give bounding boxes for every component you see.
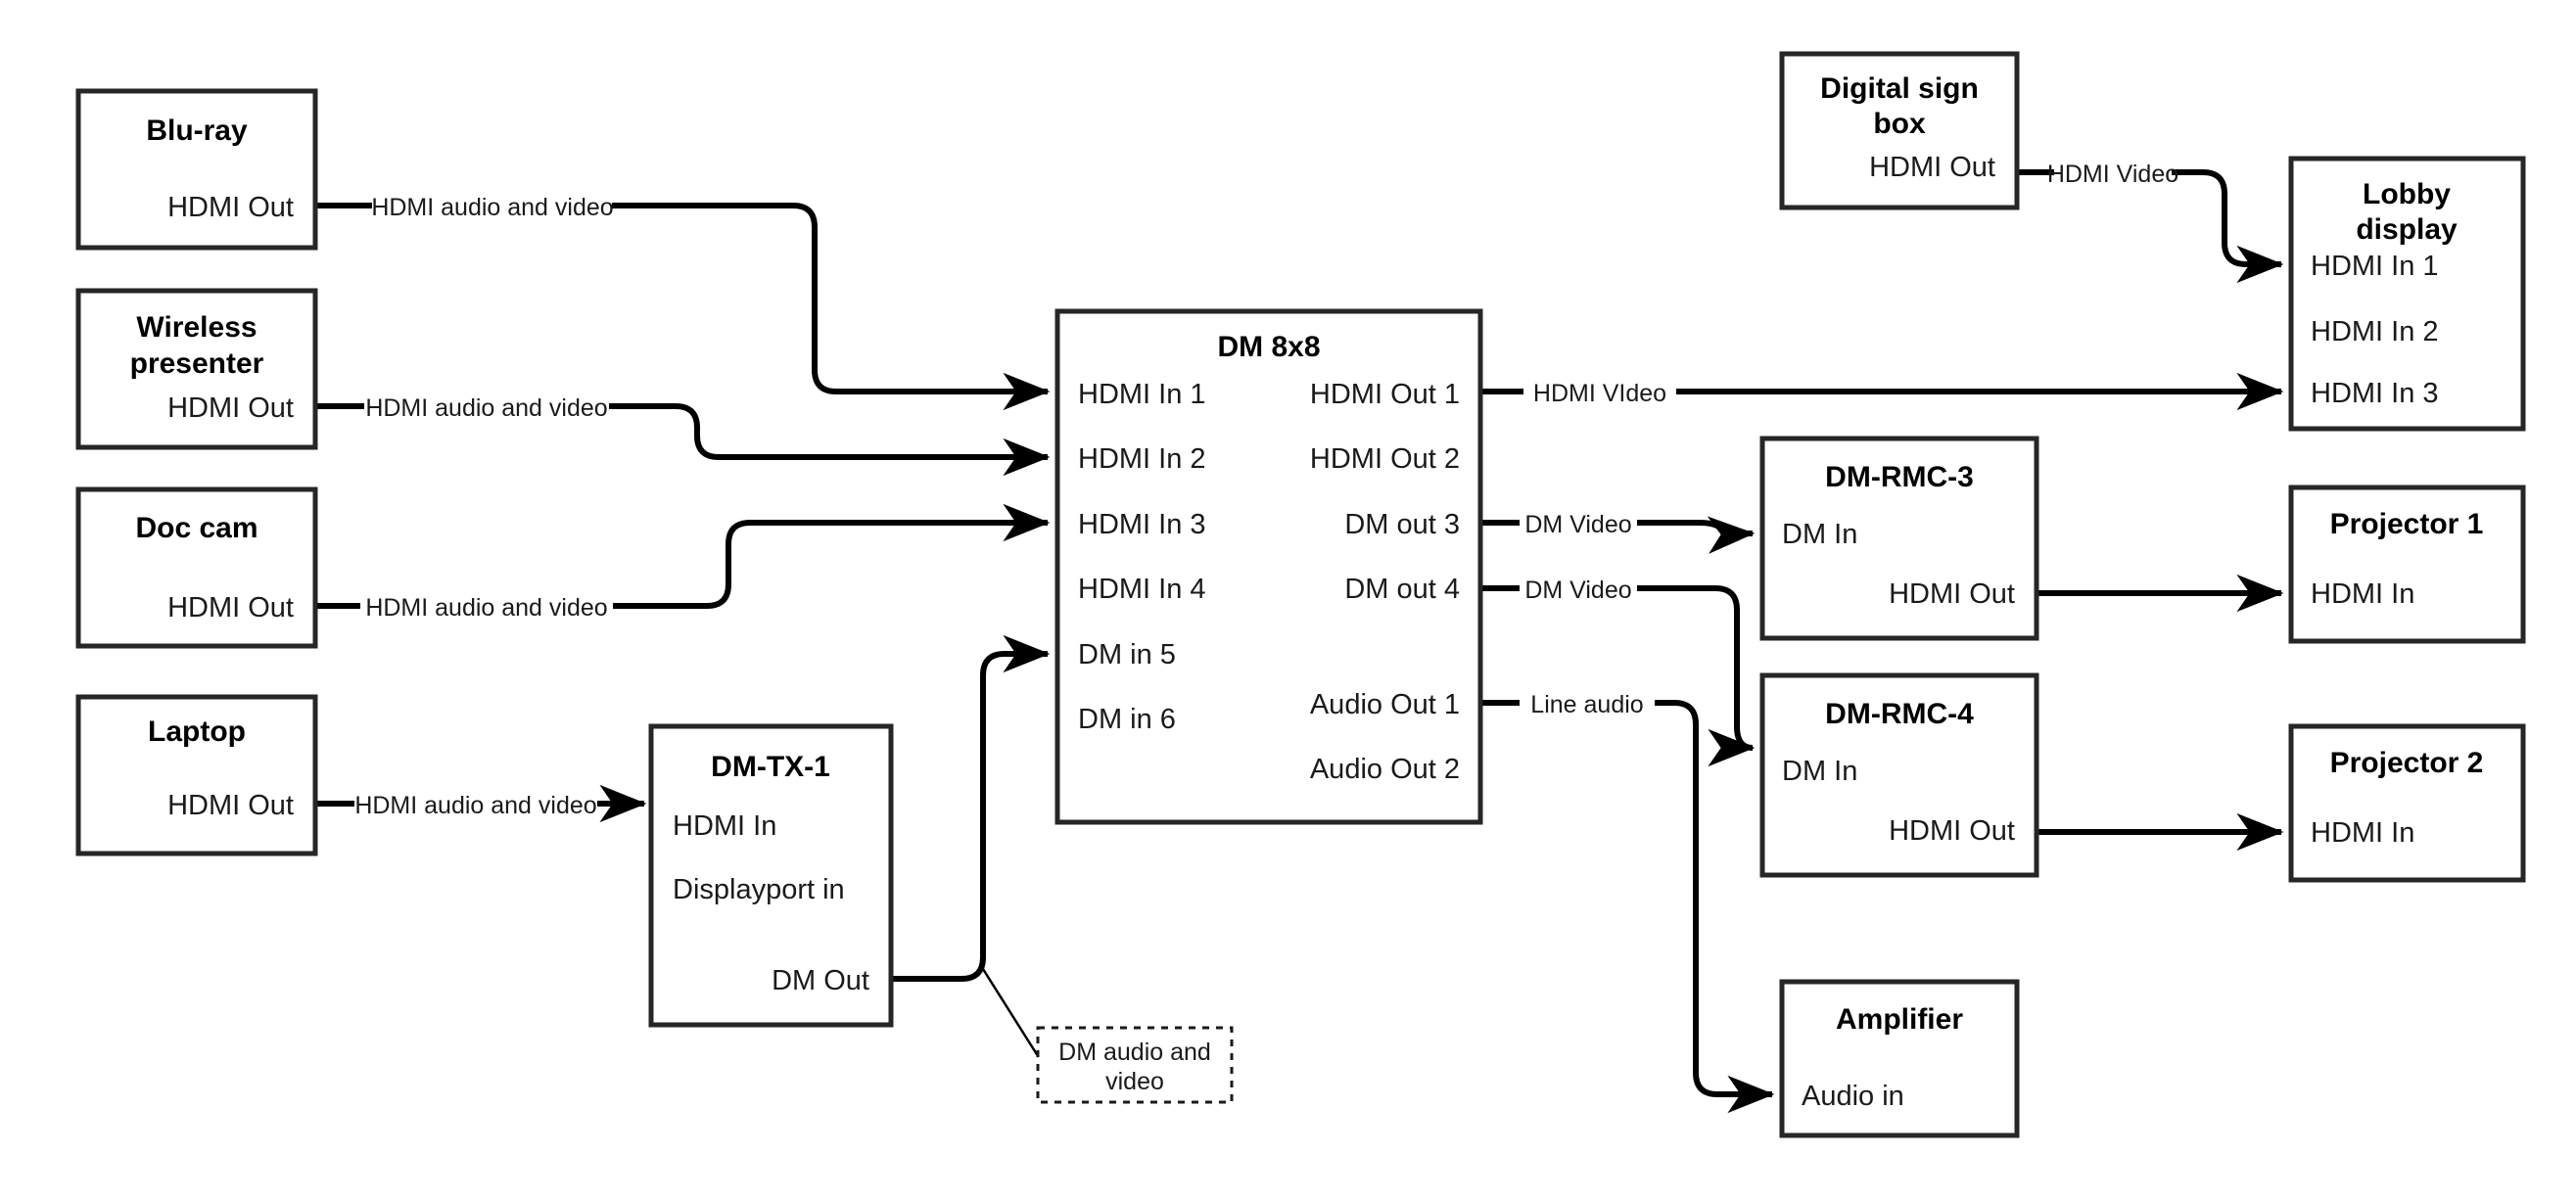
node-dm-8x8-output-5: Audio Out 1 [1310,689,1460,720]
node-projector-2-box[interactable] [2288,723,2526,883]
node-dm-tx-1-box[interactable] [648,723,894,1028]
link-label-wireless: HDMI audio and video [365,394,607,422]
wire-dmtx1-to-dm8x8 [891,634,1051,1060]
node-dm-tx-1-port-dm-out: DM Out [772,965,869,996]
link-label-dm-out4: DM Video [1524,577,1631,604]
node-doc-cam-box[interactable] [75,486,318,649]
node-amplifier-port-audio-in: Audio in [1802,1081,1904,1112]
node-digital-sign-box-title-line2: box [1873,108,1926,140]
wire-wireless-to-dm8x8 [315,403,1051,477]
node-lobby-display-input-2: HDMI In 2 [2311,316,2439,347]
node-doc-cam-port-hdmi-out: HDMI Out [167,592,294,624]
node-wireless-presenter-port-hdmi-out: HDMI Out [167,393,294,424]
node-lobby-display-input-1: HDMI In 1 [2311,251,2439,282]
node-projector-1-port-hdmi-in: HDMI In [2311,578,2414,610]
node-dm-rmc-3-title: DM-RMC-3 [1825,461,1974,493]
node-bluray-box[interactable] [75,88,318,251]
node-lobby-display-title-line2: display [2356,213,2458,246]
node-dm-tx-1-port-hdmi-in: HDMI In [673,810,776,842]
callout-dm-audio-and-video-box [1036,1026,1234,1104]
callout-dm-audio-and-video-line1: DM audio and [1058,1039,1211,1066]
link-label-dm-out1: HDMI VIdeo [1533,380,1666,407]
node-dm-rmc-4[interactable]: DM-RMC-4 DM In HDMI Out [1759,672,2039,878]
node-digital-sign-box-port-hdmi-out: HDMI Out [1869,152,1995,183]
node-bluray-port-hdmi-out: HDMI Out [167,192,294,223]
node-dm-8x8-input-3: HDMI In 3 [1078,509,1206,540]
node-dm-8x8-input-2: HDMI In 2 [1078,443,1206,475]
node-laptop-title: Laptop [148,716,246,748]
node-bluray[interactable]: Blu-ray HDMI Out [75,88,318,251]
node-projector-2[interactable]: Projector 2 HDMI In [2288,723,2526,883]
node-dm-8x8[interactable]: DM 8x8 HDMI In 1 HDMI In 2 HDMI In 3 HDM… [1054,308,1483,825]
node-dm-rmc-3-port-hdmi-out: HDMI Out [1889,578,2015,610]
node-dm-8x8-title: DM 8x8 [1217,331,1320,363]
node-wireless-presenter-title-line1: Wireless [136,311,257,344]
node-dm-tx-1-title: DM-TX-1 [711,751,830,783]
node-projector-2-port-hdmi-in: HDMI In [2311,817,2414,849]
node-lobby-display-title-line1: Lobby [2363,178,2451,210]
link-label-laptop: HDMI audio and video [354,792,596,819]
wire-doccam-to-dm8x8 [315,503,1051,609]
link-label-audio-out1: Line audio [1530,691,1643,718]
node-projector-2-title: Projector 2 [2330,747,2484,779]
wire-bluray-to-dm8x8 [315,203,1051,411]
node-digital-sign-box[interactable]: Digital sign box HDMI Out [1779,51,2020,210]
wire-dm8x8-out4-to-rmc4 [1480,585,1756,767]
link-label-bluray: HDMI audio and video [371,194,613,221]
node-doc-cam[interactable]: Doc cam HDMI Out [75,486,318,649]
node-laptop-box[interactable] [75,694,318,856]
node-dm-8x8-box[interactable] [1054,308,1483,825]
node-wireless-presenter[interactable]: Wireless presenter HDMI Out [75,288,318,450]
node-digital-sign-box-box[interactable] [1779,51,2020,210]
node-dm-rmc-4-title: DM-RMC-4 [1825,698,1974,730]
link-label-dm-out3: DM Video [1524,511,1631,538]
node-dm-tx-1[interactable]: DM-TX-1 HDMI In Displayport in DM Out [648,723,894,1028]
wire-dm8x8-out3-to-rmc3 [1480,516,1756,554]
node-dm-rmc-4-port-dm-in: DM In [1782,756,1857,787]
node-dm-tx-1-port-displayport-in: Displayport in [673,874,845,905]
node-projector-1-box[interactable] [2288,485,2526,644]
node-dm-8x8-input-4: HDMI In 4 [1078,574,1206,605]
node-dm-8x8-output-4: DM out 4 [1344,574,1460,605]
node-bluray-title: Blu-ray [146,115,248,147]
node-dm-rmc-3-port-dm-in: DM In [1782,519,1857,550]
node-laptop-port-hdmi-out: HDMI Out [167,790,294,821]
node-dm-8x8-output-2: HDMI Out 2 [1310,443,1460,475]
wire-dm8x8-audio1-to-amplifier [1480,700,1775,1114]
node-amplifier-box[interactable] [1779,979,2020,1138]
link-label-doccam: HDMI audio and video [365,594,607,622]
callout-dm-audio-and-video-line2: video [1105,1068,1164,1095]
node-projector-1-title: Projector 1 [2330,508,2484,540]
node-lobby-display[interactable]: Lobby display HDMI In 1 HDMI In 2 HDMI I… [2288,156,2526,432]
node-dm-8x8-input-5: DM in 5 [1078,639,1176,670]
node-dm-rmc-3-box[interactable] [1759,436,2039,641]
node-amplifier[interactable]: Amplifier Audio in [1779,979,2020,1138]
node-amplifier-title: Amplifier [1836,1003,1963,1036]
node-doc-cam-title: Doc cam [135,512,258,544]
node-dm-rmc-4-port-hdmi-out: HDMI Out [1889,815,2015,847]
node-dm-8x8-output-6: Audio Out 2 [1310,754,1460,785]
node-lobby-display-input-3: HDMI In 3 [2311,378,2439,409]
wire-digitalsign-to-lobby [2017,169,2284,284]
node-lobby-display-box[interactable] [2288,156,2526,432]
node-laptop[interactable]: Laptop HDMI Out [75,694,318,856]
node-projector-1[interactable]: Projector 1 HDMI In [2288,485,2526,644]
node-dm-rmc-3[interactable]: DM-RMC-3 DM In HDMI Out [1759,436,2039,641]
node-dm-8x8-input-6: DM in 6 [1078,704,1176,735]
callout-dm-audio-and-video: DM audio and video [1036,1026,1234,1104]
link-label-digitalsign: HDMI Video [2047,161,2178,188]
node-dm-8x8-output-3: DM out 3 [1344,509,1460,540]
node-dm-8x8-input-1: HDMI In 1 [1078,379,1206,410]
node-wireless-presenter-title-line2: presenter [130,347,264,380]
node-digital-sign-box-title-line1: Digital sign [1820,72,1979,105]
node-wireless-presenter-box[interactable] [75,288,318,450]
node-dm-8x8-output-1: HDMI Out 1 [1310,379,1460,410]
node-dm-rmc-4-box[interactable] [1759,672,2039,878]
